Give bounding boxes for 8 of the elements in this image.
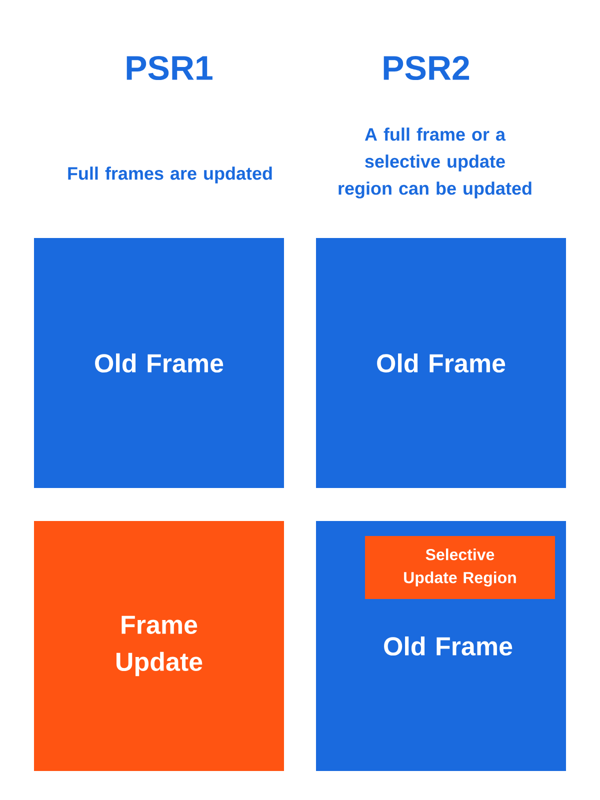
- column-heading: PSR2: [384, 56, 470, 80]
- frame-box: Old Frame: [34, 238, 284, 488]
- description-text: A full frame or a selective update region can be updated: [338, 128, 532, 198]
- column-heading: PSR1: [126, 56, 212, 80]
- frame-box: Frame Update: [34, 521, 284, 771]
- update-region-box: Selective Update Region: [365, 536, 555, 599]
- frame-box: Old Frame: [316, 238, 566, 488]
- description-text: Full frames are updated: [68, 166, 272, 184]
